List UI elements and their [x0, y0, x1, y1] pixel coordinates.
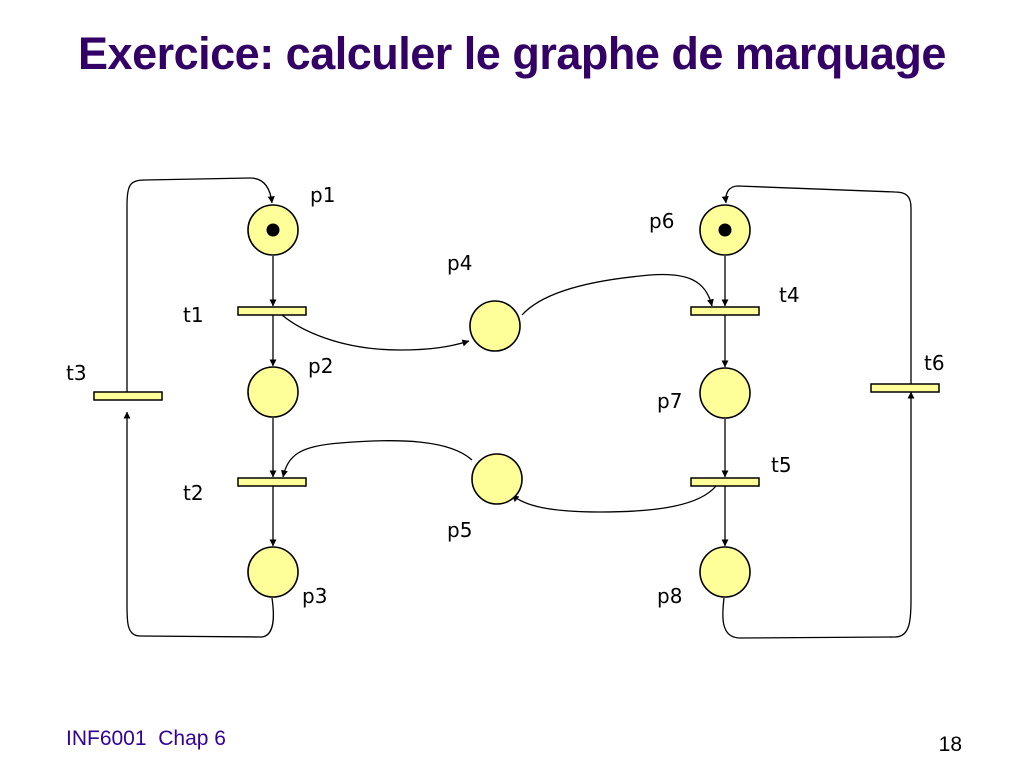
label-p4: p4 [447, 251, 472, 275]
transition-t3 [93, 391, 163, 401]
label-t5: t5 [771, 453, 792, 477]
place-p5 [471, 453, 523, 505]
place-p2 [247, 366, 299, 418]
place-p5-circle [471, 453, 523, 505]
transition-t2 [237, 477, 307, 487]
place-p4-circle [469, 300, 521, 352]
arc-p4-to-t4 [521, 273, 714, 316]
arc-t6-to-p6 [721, 185, 912, 384]
place-p6 [699, 204, 751, 256]
label-t2: t2 [183, 481, 204, 505]
token-p6 [718, 223, 732, 237]
label-t3: t3 [66, 361, 87, 385]
token-p1 [266, 223, 280, 237]
place-p4 [469, 300, 521, 352]
place-p8 [699, 546, 751, 598]
arc-p5-to-t2 [281, 440, 473, 478]
slide-title: Exercice: calculer le graphe de marquage [78, 28, 946, 79]
nodes-layer [93, 204, 940, 598]
footer-course: INF6001 [66, 727, 147, 750]
place-p3-circle [247, 546, 299, 598]
label-t6: t6 [924, 351, 945, 375]
arc-t1-to-p4 [281, 314, 470, 351]
transition-t5 [690, 477, 760, 487]
label-p7: p7 [657, 389, 682, 413]
place-p3 [247, 546, 299, 598]
place-p1 [247, 204, 299, 256]
arc-p3-to-t3 [123, 411, 275, 638]
label-t1: t1 [183, 303, 204, 327]
footer-chapter: Chap 6 [158, 727, 226, 750]
label-p5: p5 [447, 518, 472, 542]
place-p8-circle [699, 546, 751, 598]
label-p8: p8 [657, 584, 682, 608]
label-t4: t4 [779, 283, 800, 307]
label-p6: p6 [649, 209, 674, 233]
arc-p8-to-t6 [722, 391, 915, 639]
arc-t5-to-p5 [511, 485, 717, 513]
label-p1: p1 [310, 183, 335, 207]
footer-course-chapter: INF6001 Chap 6 [66, 727, 226, 751]
place-p7 [699, 367, 751, 419]
arc-t3-to-p1 [126, 177, 275, 392]
label-p3: p3 [302, 584, 327, 608]
footer-page-number: 18 [938, 733, 962, 756]
transition-t4 [690, 306, 760, 316]
arcs-layer [123, 177, 915, 639]
place-p7-circle [699, 367, 751, 419]
transition-t1 [237, 306, 307, 316]
transition-t6 [870, 383, 940, 393]
labels-layer: p1 p2 p3 p4 p5 p6 p7 p8 t1 t2 t3 t4 t5 t6 [66, 183, 945, 608]
place-p2-circle [247, 366, 299, 418]
label-p2: p2 [308, 354, 333, 378]
